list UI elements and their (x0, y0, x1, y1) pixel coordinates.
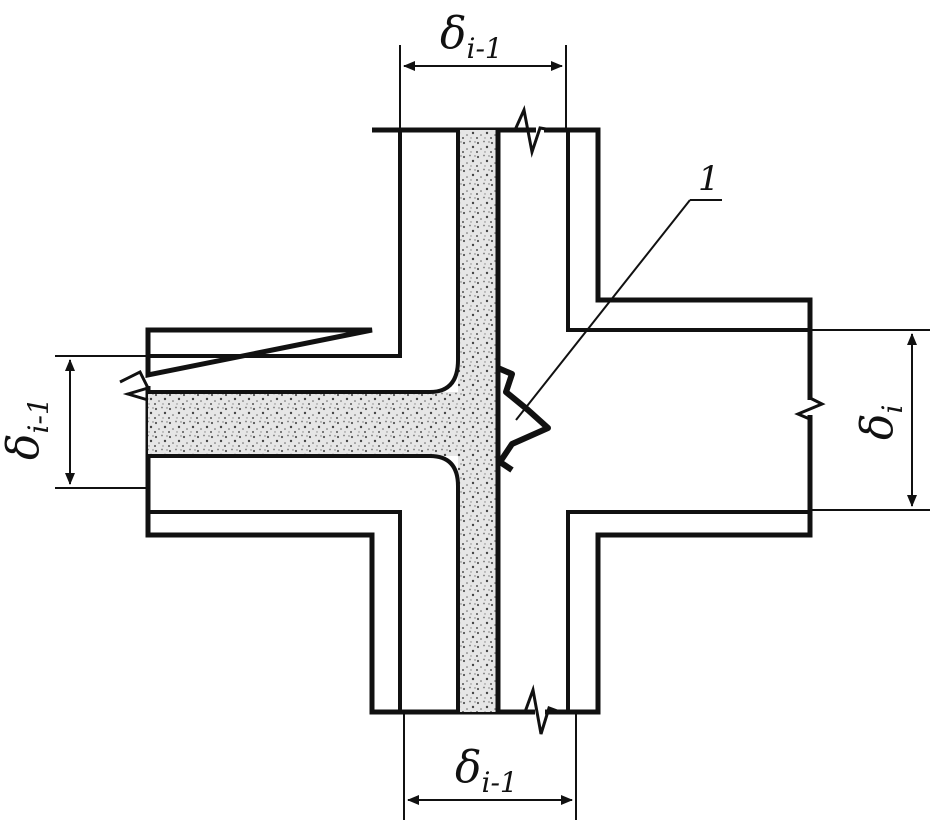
left-dimension-label-group: δi-1 (0, 397, 55, 460)
break-top (513, 105, 553, 158)
inner-top-right (566, 130, 810, 332)
band-border-left-lower (148, 454, 460, 712)
connector-anchor (496, 365, 551, 473)
bottom-dimension-label: δi-1 (455, 742, 518, 799)
insulation-fill (148, 130, 498, 712)
top-dimension-label: δi-1 (440, 8, 503, 65)
inner-bottom-left (148, 510, 402, 712)
callout-label: 1 (698, 159, 720, 199)
break-right (794, 396, 826, 422)
right-dimension-label-group: δi (852, 405, 909, 440)
left-dimension-label: δi-1 (0, 397, 55, 460)
right-dimension-label: δi (852, 405, 909, 440)
outer-outline (145, 127, 813, 715)
callout-leader (515, 199, 691, 421)
break-bottom (523, 684, 561, 735)
break-left (119, 369, 151, 402)
band-border-left (148, 130, 460, 394)
inner-bottom-right (566, 510, 810, 712)
inner-top-left (148, 130, 402, 358)
